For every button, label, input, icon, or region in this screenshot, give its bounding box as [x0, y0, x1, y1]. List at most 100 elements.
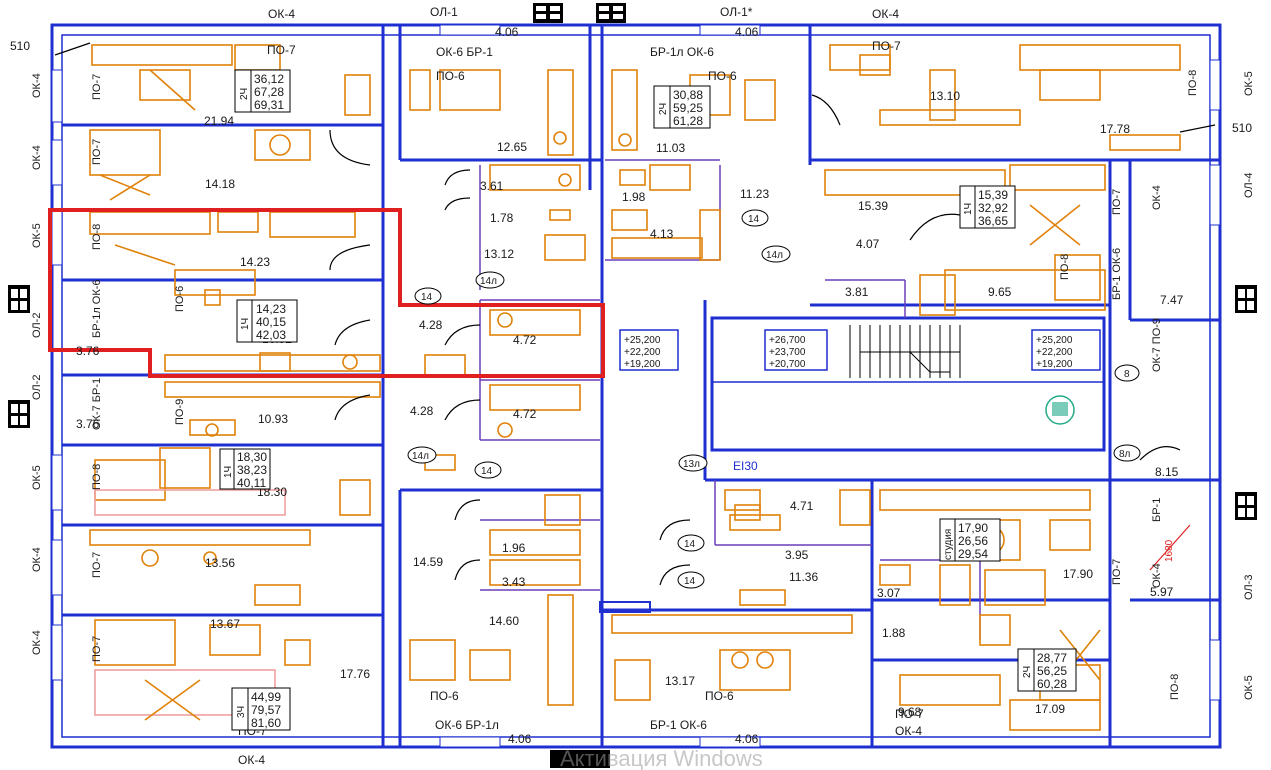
area-label: 13.17	[665, 674, 695, 688]
tag-po8-b: ПО-8	[91, 464, 103, 490]
area-label: 11.03	[656, 141, 685, 155]
area-total: 38,23	[237, 463, 267, 477]
top-label-ol1s: ОЛ-1*	[720, 5, 753, 19]
area-label: 17.78	[1100, 122, 1130, 136]
area-living: 36,12	[254, 72, 284, 86]
area-label: 1.88	[882, 626, 906, 640]
shaft-top-2	[596, 3, 626, 23]
area-label: 14.60	[489, 614, 519, 628]
area-label: 3.76	[76, 417, 100, 431]
area-total: 56,25	[1037, 664, 1067, 678]
partitions	[479, 159, 981, 640]
area-living: 17,90	[958, 521, 988, 535]
area-label: 1.78	[490, 211, 514, 225]
area-label: 4.13	[650, 227, 674, 241]
area-label: 17.76	[340, 667, 370, 681]
area-label: 17.09	[1035, 702, 1065, 716]
window-marks	[51, 24, 1221, 748]
dim-510-right: 510	[1232, 121, 1252, 135]
area-total-balcony: 60,28	[1037, 677, 1067, 691]
elevation-level: +22,200	[624, 347, 661, 358]
area-label: 12.65	[497, 140, 527, 154]
door-tag: 14л	[407, 446, 437, 464]
area-total-balcony: 40,11	[237, 476, 266, 490]
door-tag: 13л	[678, 454, 708, 472]
tag-po7-d: ПО-7	[91, 636, 103, 662]
svg-text:14: 14	[748, 214, 760, 225]
side-ok5-b: ОК-5	[31, 465, 43, 490]
elevation-level: +23,700	[769, 347, 806, 358]
tag-br1-ok6-bottom: БР-1 ОК-6	[650, 718, 707, 732]
area-total-balcony: 29,54	[958, 547, 988, 561]
area-living: 14,23	[256, 302, 286, 316]
svg-text:14: 14	[684, 576, 696, 587]
tag-po8-a: ПО-8	[91, 224, 103, 250]
door-tag: 14	[414, 287, 442, 305]
tag-po7-top-left: ПО-7	[267, 43, 296, 57]
tag-ok4-r2: ОК-4	[1151, 563, 1163, 588]
svg-text:14: 14	[421, 292, 433, 303]
shaft-left-2	[8, 400, 30, 428]
dimension-ticks	[54, 42, 1216, 571]
tag-po6-top-right: ПО-6	[708, 69, 737, 83]
area-total-balcony: 42,03	[256, 328, 286, 342]
elevation-level: +19,200	[1036, 359, 1073, 370]
area-label: 13.10	[930, 89, 960, 103]
area-label: 13.12	[484, 247, 514, 261]
apartment-box-3: 1Ч 18,30 38,23 40,11	[219, 448, 271, 490]
tag-br1-r: БР-1	[1151, 498, 1163, 522]
apartment-box-2: 1Ч 14,23 40,15 42,03	[236, 299, 298, 343]
area-label: 3.61	[480, 179, 504, 193]
room-count: 1Ч	[240, 318, 251, 330]
side-ol2-b: ОЛ-2	[31, 375, 43, 400]
area-label: 3.95	[785, 548, 809, 562]
shaft-bottom	[550, 750, 610, 768]
area-living: 18,30	[237, 450, 267, 464]
area-label: 3.07	[877, 586, 901, 600]
tag-po7-r2: ПО-7	[1111, 559, 1123, 585]
dim-510-left: 510	[10, 39, 30, 53]
side-ok4-a: ОК-4	[31, 73, 43, 98]
tag-po6-bottom-left: ПО-6	[430, 689, 459, 703]
room-count: 3Ч	[236, 706, 247, 718]
area-label: 14.23	[240, 255, 270, 269]
area-label: 9.68	[898, 705, 922, 719]
tag-po7-r: ПО-7	[1111, 189, 1123, 215]
apartment-box-8: 2Ч 28,77 56,25 60,28	[1017, 648, 1077, 692]
area-living: 30,88	[673, 88, 703, 102]
tag-po7-b: ПО-7	[91, 139, 103, 165]
area-label: 3.43	[502, 575, 526, 589]
area-label: 4.28	[410, 404, 434, 418]
room-count: 1Ч	[963, 203, 974, 215]
shaft-right-1	[1235, 285, 1257, 313]
vent-shafts	[8, 3, 1257, 768]
svg-text:14л: 14л	[766, 250, 783, 261]
area-label: 8.15	[1155, 465, 1179, 479]
tag-po8-r3: ПО-8	[1169, 674, 1181, 700]
bottom-label-ok4-right: ОК-4	[895, 724, 922, 738]
tag-br1l-ok6: БР-1л ОК-6	[650, 45, 714, 59]
door-swings	[329, 94, 1181, 586]
dim-406-br: 4.06	[735, 732, 759, 746]
area-label: 17.90	[1063, 567, 1093, 581]
area-total: 79,57	[251, 703, 281, 717]
door-tag: 14	[677, 571, 705, 589]
svg-text:13л: 13л	[683, 459, 700, 470]
door-tag: 14	[677, 534, 705, 552]
tag-po7-c: ПО-7	[91, 552, 103, 578]
area-total: 32,92	[978, 201, 1008, 215]
tag-ok6-br1: ОК-6 БР-1	[436, 45, 493, 59]
shaft-left-1	[8, 285, 30, 313]
area-label: 4.28	[419, 318, 443, 332]
area-total-balcony: 36,65	[978, 214, 1008, 228]
svg-text:14: 14	[481, 466, 493, 477]
tag-po8-r: ПО-8	[1187, 70, 1199, 96]
tag-ok6-br1l-bottom: ОК-6 БР-1л	[435, 718, 499, 732]
area-label: 4.72	[513, 407, 537, 421]
side-ok4-b: ОК-4	[31, 145, 43, 170]
area-label: 14.59	[413, 555, 443, 569]
side-ok4-d: ОК-4	[31, 630, 43, 655]
apartment-box-1: 2Ч 36,12 67,28 69,31	[234, 69, 291, 113]
fire-rating-label: EI30	[733, 459, 758, 473]
